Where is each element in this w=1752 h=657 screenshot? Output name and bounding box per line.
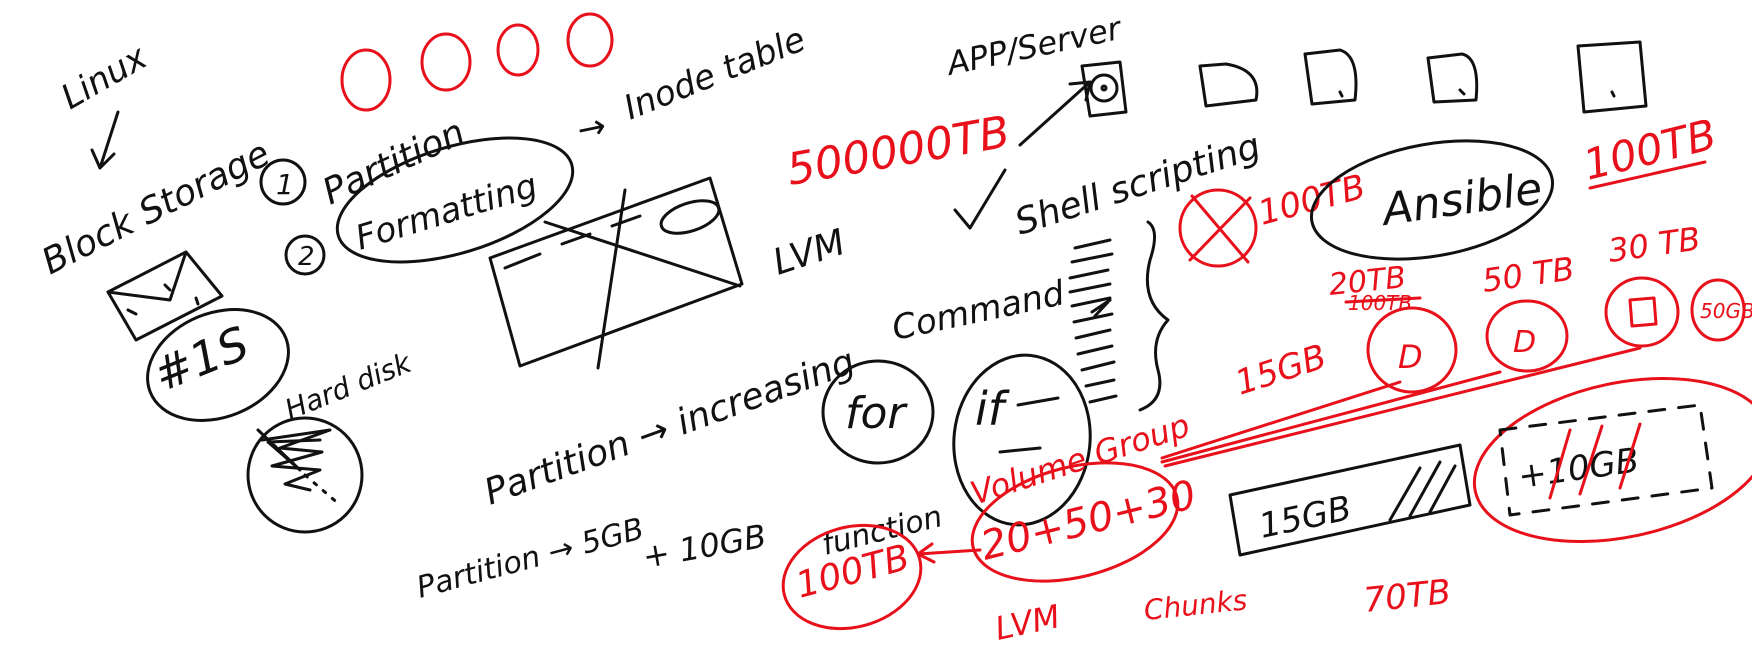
ansible-ellipse bbox=[1309, 139, 1555, 261]
app-server-label: APP/Server bbox=[942, 9, 1126, 84]
lvm-label: LVM bbox=[768, 222, 850, 284]
disk-30tb-label: 30 TB bbox=[1606, 219, 1703, 269]
block-storage-label: Block Storage bbox=[35, 133, 276, 283]
red-disks: D D 50GB bbox=[1366, 276, 1752, 394]
command-label: Command bbox=[889, 273, 1069, 349]
vg-link-lines bbox=[1160, 346, 1642, 468]
hard-disk-label: Hard disk bbox=[280, 345, 417, 426]
if-ellipse bbox=[952, 353, 1092, 527]
lvm-red-label: LVM bbox=[992, 597, 1063, 648]
disk-20tb-struck-label: 100TB bbox=[1348, 291, 1412, 315]
hard-disk-sketch bbox=[246, 416, 364, 534]
server-disks bbox=[1080, 40, 1648, 118]
extend-ellipse bbox=[1472, 376, 1752, 544]
lv-15gb-label: 15GB bbox=[1256, 488, 1355, 546]
disk-20tb-label: 20TB bbox=[1327, 260, 1407, 303]
logical-volume-box bbox=[1228, 443, 1472, 557]
for-ellipse bbox=[821, 359, 935, 465]
disk-d1: D bbox=[1398, 338, 1423, 376]
step2-circle bbox=[284, 234, 326, 276]
linux-label: Linux bbox=[55, 37, 155, 118]
disk-d2: D bbox=[1513, 325, 1536, 360]
step1-circle bbox=[259, 158, 307, 206]
hash-is-label: #1S bbox=[146, 316, 256, 402]
crossed-disk-box bbox=[488, 176, 744, 370]
inode-table-label: Inode table bbox=[618, 19, 811, 128]
step2-marker: 2 bbox=[298, 242, 315, 272]
crossed-red-circle bbox=[1178, 188, 1258, 268]
tb100-top-label: 100TB bbox=[1579, 110, 1721, 190]
hash-is-ellipse bbox=[146, 308, 290, 422]
red-partition-circles bbox=[340, 12, 614, 112]
disk-20tb-strike bbox=[1344, 296, 1422, 304]
tb70-label: 70TB bbox=[1362, 572, 1453, 621]
sum-ellipse bbox=[970, 461, 1180, 583]
check-mark bbox=[953, 168, 1007, 230]
chunks-label: Chunks bbox=[1142, 583, 1248, 627]
script-lines bbox=[1068, 238, 1118, 404]
script-brace bbox=[1138, 220, 1170, 412]
if-label: if bbox=[975, 382, 1010, 436]
plus-10gb-box-label: +10GB bbox=[1516, 440, 1642, 497]
if-lines bbox=[998, 396, 1060, 454]
big-tb-arrow bbox=[1018, 80, 1092, 147]
for-label: for bbox=[845, 388, 908, 439]
tb100-bottom-ellipse bbox=[781, 523, 923, 631]
sum-to-total-arrow bbox=[916, 542, 982, 564]
linux-down-arrow bbox=[90, 110, 120, 170]
tb100-top-underline bbox=[1588, 160, 1707, 190]
partition-increasing-label: Partition → increasing bbox=[479, 341, 860, 513]
big-tb-label: 500000TB bbox=[783, 107, 1013, 196]
block-device-sketch bbox=[106, 250, 224, 342]
partition-5gb-label: Partition → 5GB bbox=[413, 511, 648, 605]
plus-10gb-label: + 10GB bbox=[640, 517, 769, 576]
formatting-arrow: → bbox=[574, 106, 610, 151]
step1-marker: 1 bbox=[276, 168, 294, 201]
shell-scripting-label: Shell scripting bbox=[1010, 126, 1265, 244]
vg-size-label: 15GB bbox=[1230, 337, 1331, 404]
extend-red-strokes bbox=[1548, 422, 1642, 500]
extend-dashed-box bbox=[1498, 403, 1714, 517]
disk-50tb-label: 50 TB bbox=[1480, 249, 1577, 299]
formatting-ellipse bbox=[335, 136, 575, 264]
disk-50gb-label: 50GB bbox=[1700, 299, 1752, 323]
